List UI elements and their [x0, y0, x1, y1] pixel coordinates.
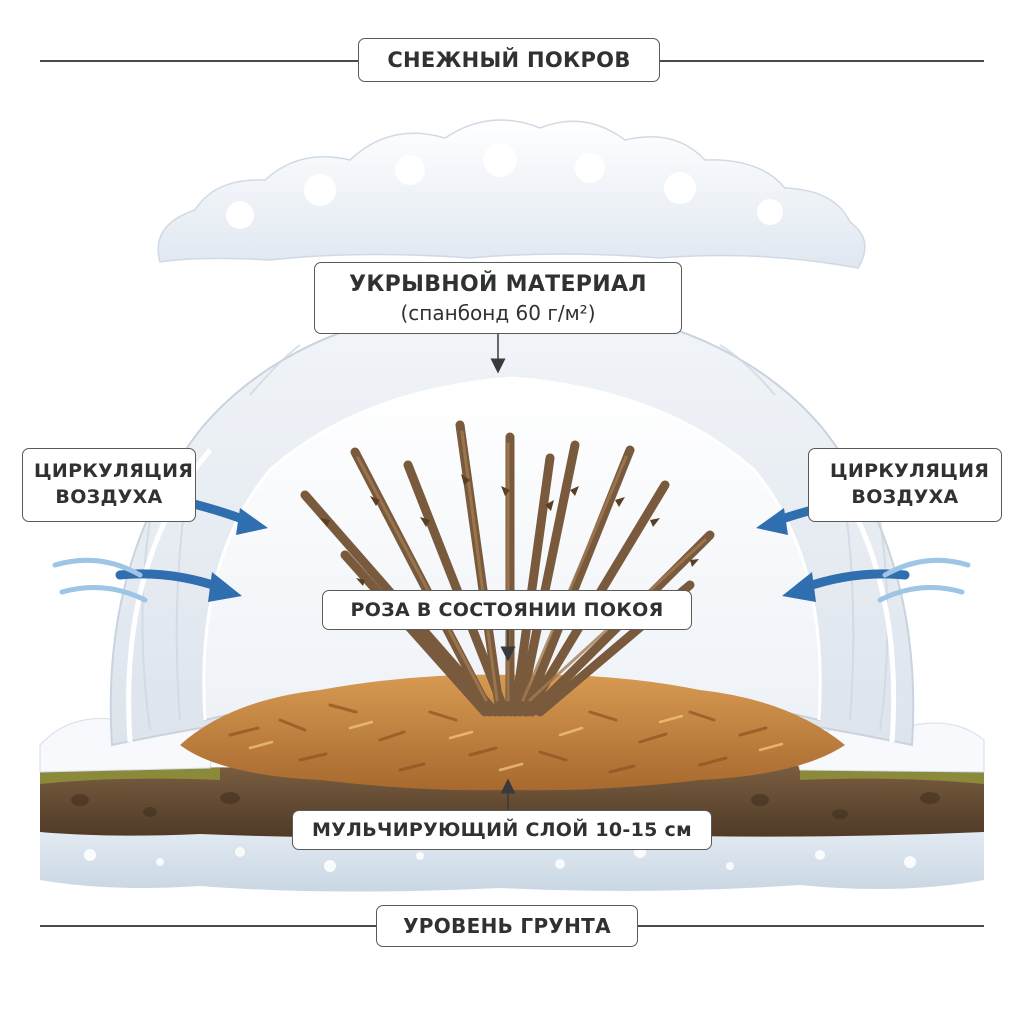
air-arrowheads — [208, 508, 816, 602]
bottom-divider-right — [638, 925, 984, 927]
cover-material-label: УКРЫВНОЙ МАТЕРИАЛ (спанбонд 60 г/м²) — [314, 262, 682, 334]
cover-material-text: УКРЫВНОЙ МАТЕРИАЛ — [349, 271, 647, 297]
air-circulation-left-label: ЦИРКУЛЯЦИЯ ВОЗДУХА — [22, 448, 196, 522]
cover-material-subtext: (спанбонд 60 г/м²) — [400, 300, 596, 325]
mulch-layer-text: МУЛЬЧИРУЮЩИЙ СЛОЙ 10-15 см — [312, 819, 692, 841]
air-circulation-right-label: ЦИРКУЛЯЦИЯ ВОЗДУХА — [808, 448, 1002, 522]
mulch-layer-label: МУЛЬЧИРУЮЩИЙ СЛОЙ 10-15 см — [292, 810, 712, 850]
air-circulation-right-text: ЦИРКУЛЯЦИЯ ВОЗДУХА — [830, 460, 990, 508]
ground-level-label: УРОВЕНЬ ГРУНТА — [376, 905, 638, 947]
support-hoop-front — [202, 376, 822, 721]
ground-level-text: УРОВЕНЬ ГРУНТА — [403, 914, 611, 938]
top-divider-right — [660, 60, 984, 62]
air-circulation-left-text: ЦИРКУЛЯЦИЯ ВОЗДУХА — [34, 460, 194, 508]
frozen-ground — [40, 830, 984, 892]
pointer-arrows — [490, 334, 516, 810]
bottom-divider-left — [40, 925, 376, 927]
mulch-mound — [180, 674, 845, 791]
rose-dormant-label: РОЗА В СОСТОЯНИИ ПОКОЯ — [322, 590, 692, 630]
snow-cap — [157, 119, 866, 269]
snow-cover-label: СНЕЖНЫЙ ПОКРОВ — [358, 38, 660, 82]
soil-layer — [40, 764, 984, 838]
mulch-highlights — [248, 714, 784, 772]
mulch-chips — [228, 703, 768, 774]
snow-cover-text: СНЕЖНЫЙ ПОКРОВ — [387, 48, 631, 72]
top-divider-left — [40, 60, 358, 62]
rose-dormant-text: РОЗА В СОСТОЯНИИ ПОКОЯ — [350, 599, 664, 621]
snow-cap-texture — [226, 143, 783, 229]
wind-swooshes — [52, 557, 971, 603]
